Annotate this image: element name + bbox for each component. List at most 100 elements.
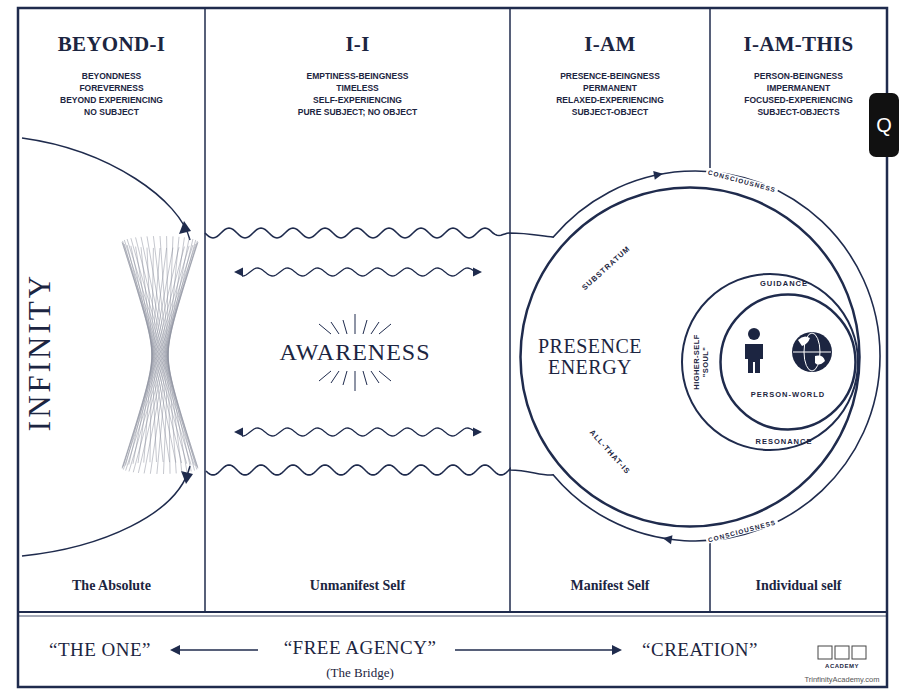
level-heading: I-I [345, 32, 369, 57]
circle-outline [718, 292, 858, 432]
hourglass-strand [133, 240, 195, 472]
level-quality: SUBJECT-OBJECTS [757, 107, 839, 118]
arrow-head [653, 171, 663, 180]
level-heading: I-AM [584, 32, 635, 57]
awareness-ray [363, 371, 367, 385]
bottom-divider [18, 611, 887, 613]
hourglass-strand [123, 241, 197, 466]
hourglass-strand [150, 237, 184, 473]
hourglass-strand [124, 244, 186, 464]
level-quality: RELAXED-EXPERIENCING [556, 95, 664, 106]
level-quality: FOREVERNESS [79, 83, 143, 94]
arrow-head [663, 535, 673, 544]
overlay-button: Q [869, 93, 899, 157]
presence-circle: SUBSTRATUMPRESENCE ENERGYALL-THAT-ISGUID… [518, 185, 862, 529]
column-divider [509, 8, 511, 612]
wave-arrow [242, 428, 474, 436]
level-quality: PURE SUBJECT; NO OBJECT [298, 107, 418, 118]
level-quality: PERMANENT [583, 83, 637, 94]
level-quality: SUBJECT-OBJECT [572, 107, 649, 118]
arrow-head [612, 645, 622, 655]
ring-label: GUIDANCE [760, 279, 808, 288]
level-quality: BEYONDNESS [82, 71, 142, 82]
level-quality: BEYOND EXPERIENCING [60, 95, 163, 106]
arrow-head [179, 221, 191, 234]
ring-label: HIGHER-SELF "SOUL" [692, 333, 710, 391]
circle-title: PRESENCE ENERGY [523, 336, 658, 378]
person-body [745, 344, 763, 373]
circle-outline [682, 274, 858, 450]
level-name: The Absolute [72, 578, 151, 594]
awareness-label: AWARENESS [279, 339, 430, 366]
axis-label: “FREE AGENCY” [284, 637, 437, 659]
circle-outline [721, 295, 856, 430]
awareness-ray [343, 371, 347, 385]
level-quality: TIMELESS [336, 83, 379, 94]
circle-caption: PERSON-WORLD [751, 390, 826, 399]
consciousness-loop [205, 171, 880, 541]
watermark: TrinfinityAcademy.com [804, 675, 879, 684]
axis-label: “CREATION” [642, 639, 758, 661]
awareness-ray [371, 322, 379, 334]
outer-frame [18, 8, 887, 687]
bottom-arrow [455, 649, 612, 651]
column-divider [204, 8, 206, 612]
globe-land [798, 336, 825, 364]
level-column: I-AM-THISPERSON-BEINGNESSIMPERMANENTFOCU… [710, 8, 887, 612]
level-quality: EMPTINESS-BEINGNESS [306, 71, 408, 82]
awareness-ray [319, 324, 331, 334]
awareness-ray [379, 371, 391, 381]
awareness-ray [355, 371, 356, 391]
person-world-circle: PERSON-WORLD [718, 292, 858, 432]
awareness-ray [343, 320, 347, 334]
person-head [748, 328, 760, 340]
person-icon [745, 328, 763, 373]
wave-arrow [242, 268, 474, 276]
level-quality: PERSON-BEINGNESS [754, 71, 843, 82]
circle-outline [521, 188, 860, 527]
hourglass-strand [131, 246, 176, 463]
level-heading: I-AM-THIS [743, 32, 853, 57]
level-column: I-AM PRESENCE-BEINGNESSPERMANENTRELAXED-E… [510, 8, 710, 612]
arrow-head [234, 268, 243, 277]
arrow-head [181, 471, 193, 484]
bottom-arrow [178, 649, 258, 651]
arrow-head [473, 268, 482, 277]
arrow-head [234, 428, 243, 437]
awareness-ray [331, 322, 339, 334]
hourglass-strand [144, 238, 189, 473]
awareness-ray [331, 371, 339, 383]
level-quality: NO SUBJECT [84, 107, 139, 118]
axis-label: “THE ONE” [49, 639, 151, 661]
level-heading: BEYOND-I [58, 32, 165, 57]
ring-label: RESONANCE [756, 437, 813, 446]
awareness-ray [371, 371, 379, 383]
column-divider [709, 543, 711, 612]
academy-logo [818, 646, 866, 659]
level-name: Manifest Self [571, 578, 650, 594]
awareness-ray [379, 324, 391, 334]
hourglass-strand [157, 237, 179, 474]
level-quality: SELF-EXPERIENCING [313, 95, 402, 106]
flow-curve [22, 466, 190, 556]
logo-text: ACADEMY [825, 663, 859, 669]
awareness-ray [355, 314, 356, 334]
awareness-ray [363, 320, 367, 334]
axis-note: (The Bridge) [326, 665, 394, 681]
level-column: I-I EMPTINESS-BEINGNESSTIMELESSSELF-EXPER… [205, 8, 510, 612]
globe-icon [792, 332, 832, 372]
arrow-head [170, 645, 180, 655]
ring-label: SUBSTRATUM [580, 244, 632, 292]
logo-tile [835, 646, 849, 659]
level-name: Unmanifest Self [310, 578, 405, 594]
flow-curve [22, 138, 190, 240]
hourglass-strand [138, 239, 193, 473]
column-divider [709, 8, 711, 168]
globe-disc [792, 332, 832, 372]
infinity-label: INFINITY [22, 273, 58, 431]
bottom-divider [18, 616, 887, 617]
level-quality: PRESENCE-BEINGNESS [560, 71, 660, 82]
hourglass-strand [129, 241, 197, 472]
level-name: Individual self [756, 578, 842, 594]
